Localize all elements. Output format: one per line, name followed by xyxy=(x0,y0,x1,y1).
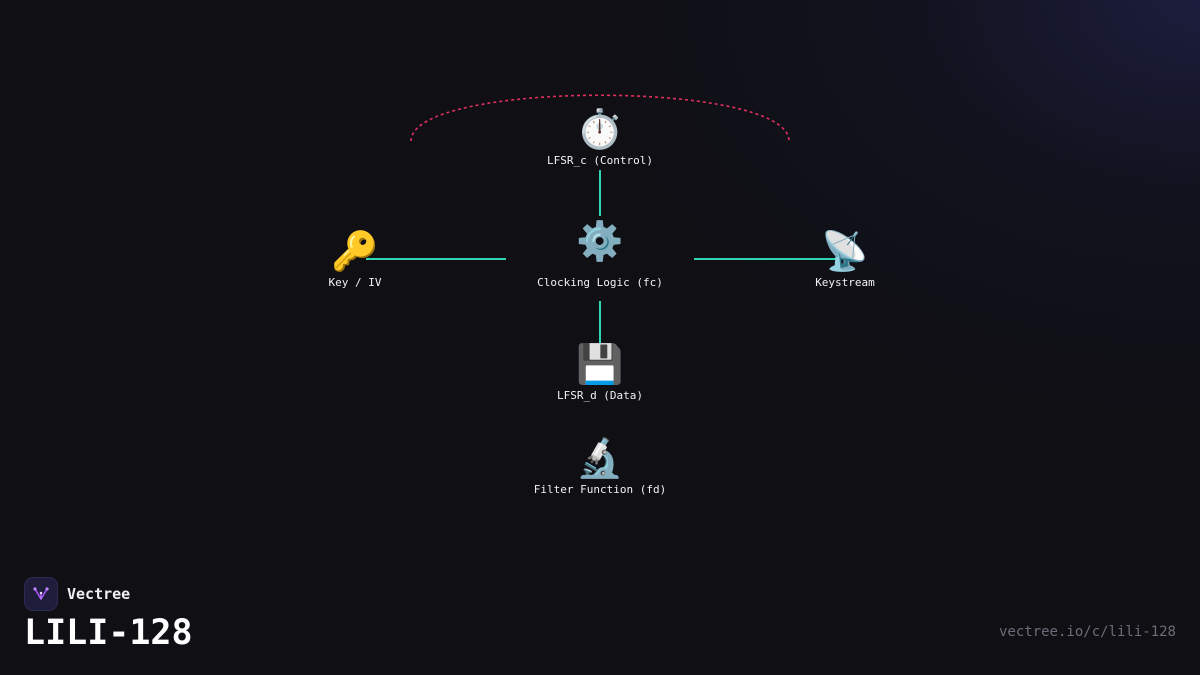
node-filter-function[interactable]: 🔬 Filter Function (fd) xyxy=(500,435,700,497)
node-lfsr-control[interactable]: ⏱️ LFSR_c (Control) xyxy=(500,106,700,168)
node-label-clocking-logic: Clocking Logic (fc) xyxy=(537,276,663,289)
floppy-disk-icon: 💾 xyxy=(576,342,624,386)
gear-icon: ⚙️ xyxy=(576,219,624,263)
source-url[interactable]: vectree.io/c/lili-128 xyxy=(998,624,1176,640)
node-label-keystream: Keystream xyxy=(815,276,875,289)
microscope-icon: 🔬 xyxy=(576,436,624,480)
vectree-logo-icon xyxy=(24,577,58,611)
node-label-lfsr-data: LFSR_d (Data) xyxy=(556,389,644,402)
brand-name: Vectree xyxy=(67,585,131,603)
satellite-dish-icon: 📡 xyxy=(821,229,869,273)
node-key-iv[interactable]: 🔑 Key / IV xyxy=(255,228,455,290)
node-label-key-iv: Key / IV xyxy=(328,276,382,289)
page-title: LILI-128 xyxy=(24,613,193,653)
brand[interactable]: Vectree xyxy=(24,577,130,611)
node-lfsr-data[interactable]: 💾 LFSR_d (Data) xyxy=(500,341,700,403)
node-clocking-logic[interactable]: ⚙️ Clocking Logic (fc) xyxy=(500,218,700,290)
node-label-lfsr-control: LFSR_c (Control) xyxy=(547,154,653,167)
key-icon: 🔑 xyxy=(331,229,379,273)
feedback-arc xyxy=(410,94,790,142)
stopwatch-icon: ⏱️ xyxy=(576,107,624,151)
node-label-filter-function: Filter Function (fd) xyxy=(533,483,667,496)
node-keystream[interactable]: 📡 Keystream xyxy=(745,228,945,290)
